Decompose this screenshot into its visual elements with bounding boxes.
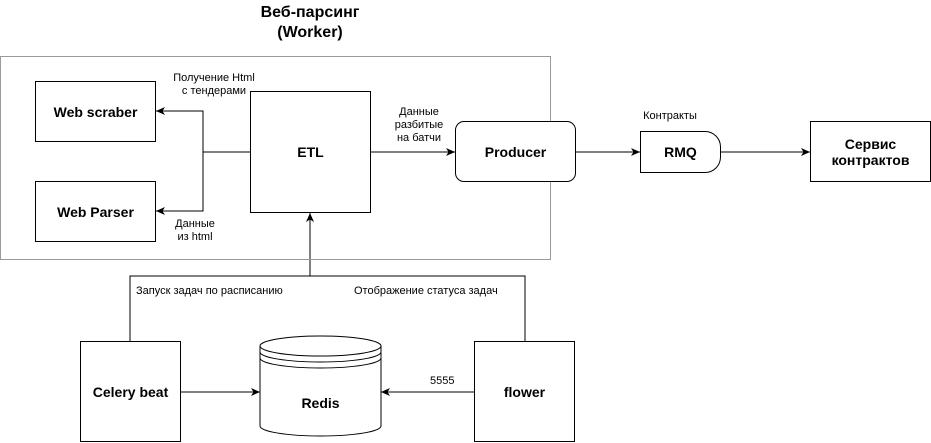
edge-label-contracts: Контракты xyxy=(643,110,697,122)
etl-label: ETL xyxy=(297,144,324,160)
producer-node[interactable]: Producer xyxy=(455,121,576,182)
web-parser-node[interactable]: Web Parser xyxy=(35,181,156,242)
edge-label-get-html-line1: Получение Html xyxy=(173,72,255,84)
diagram-title-line2: (Worker) xyxy=(277,24,343,41)
arrow-etl-to-web-scraber xyxy=(156,107,204,152)
edge-label-batch-data: Данные разбитые на батчи xyxy=(384,106,454,145)
edge-label-batch-data-line2: разбитые xyxy=(394,119,444,131)
contract-service-label-line2: контрактов xyxy=(831,151,910,168)
edge-label-get-html-line2: с тендерами xyxy=(181,85,247,97)
contract-service-label-line1: Сервис xyxy=(844,135,897,152)
diagram-title: Веб-парсинг (Worker) xyxy=(240,3,380,43)
diagram-title-line1: Веб-парсинг xyxy=(260,4,360,21)
contract-service-node[interactable]: Сервис контрактов xyxy=(810,121,931,182)
celery-beat-node[interactable]: Celery beat xyxy=(80,341,181,442)
rmq-node[interactable]: RMQ xyxy=(640,131,721,173)
redis-cylinder[interactable] xyxy=(259,335,382,437)
flower-label: flower xyxy=(503,383,546,400)
flower-node[interactable]: flower xyxy=(474,341,575,442)
edge-label-batch-data-line3: на батчи xyxy=(396,132,442,144)
arrow-etl-to-web-parser xyxy=(156,152,204,215)
edge-label-schedule-tasks: Запуск задач по расписанию xyxy=(136,285,283,297)
connector-celery-beat-to-etl xyxy=(129,275,310,341)
edge-label-batch-data-line1: Данные xyxy=(399,106,439,118)
web-parser-label: Web Parser xyxy=(57,203,134,220)
web-scraber-node[interactable]: Web scraber xyxy=(35,81,156,142)
edge-label-html-data: Данные из html xyxy=(160,218,230,244)
edge-label-task-status: Отображение статуса задач xyxy=(354,285,498,297)
connector-flower-to-etl xyxy=(310,275,526,341)
etl-node[interactable]: ETL xyxy=(250,91,371,213)
redis-label: Redis xyxy=(301,395,340,411)
edge-label-get-html: Получение Html с тендерами xyxy=(159,72,269,98)
edge-label-html-data-line1: Данные xyxy=(175,218,215,230)
edge-label-html-data-line2: из html xyxy=(177,231,213,243)
edge-label-port: 5555 xyxy=(430,375,455,387)
celery-beat-label: Celery beat xyxy=(92,383,169,400)
producer-label: Producer xyxy=(484,143,547,160)
web-scraber-label: Web scraber xyxy=(53,103,138,120)
rmq-label: RMQ xyxy=(664,144,697,160)
